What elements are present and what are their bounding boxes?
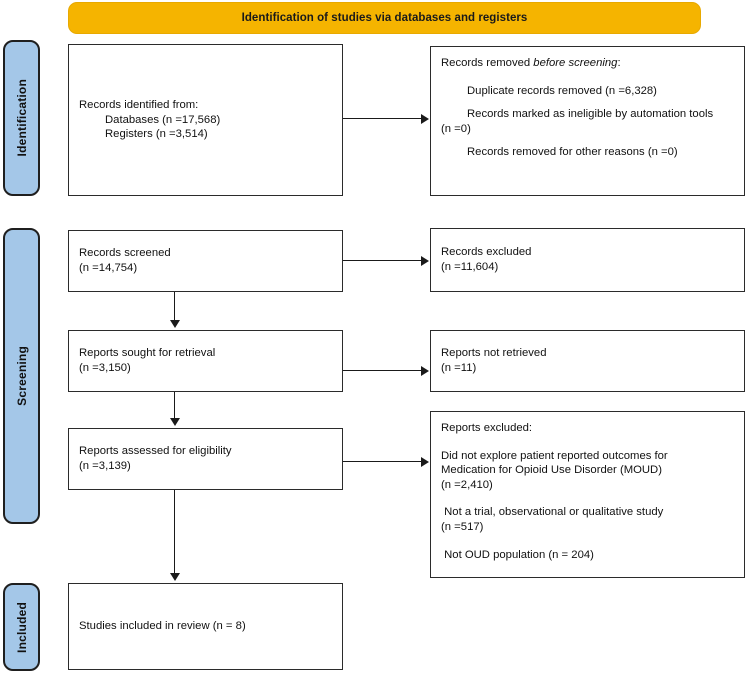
connector-sought-to-not-retrieved — [343, 370, 422, 372]
records-removed-heading-pre: Records removed — [441, 57, 534, 69]
box-reports-sought: Reports sought for retrieval (n =3,150) — [68, 330, 343, 392]
reports-excluded-reason3: Not OUD population (n = 204) — [441, 548, 594, 561]
reports-sought-count: (n =3,150) — [79, 362, 131, 374]
records-removed-duplicate: Duplicate records removed (n =6,328) — [467, 84, 657, 97]
records-removed-heading-post: : — [617, 57, 621, 69]
box-studies-included: Studies included in review (n = 8) — [68, 583, 343, 670]
connector-screened-to-excluded — [343, 260, 422, 262]
reports-assessed-count: (n =3,139) — [79, 460, 131, 472]
box-records-screened: Records screened (n =14,754) — [68, 230, 343, 292]
banner-title: Identification of studies via databases … — [241, 12, 528, 24]
reports-assessed-label: Reports assessed for eligibility — [79, 445, 232, 458]
box-reports-excluded: Reports excluded: Did not explore patien… — [430, 411, 745, 578]
reports-sought-label: Reports sought for retrieval — [79, 347, 216, 360]
arrowhead-assessed-to-excluded — [421, 457, 429, 467]
connector-assessed-to-included — [174, 490, 176, 575]
records-removed-automation-count: (n =0) — [441, 122, 471, 135]
arrowhead-sought-to-not-retrieved — [421, 366, 429, 376]
reports-excluded-heading: Reports excluded: — [441, 422, 533, 434]
arrowhead-screened-to-sought — [170, 320, 180, 328]
stage-label-included: Included — [3, 583, 40, 671]
spacer — [441, 136, 734, 145]
records-excluded-count: (n =11,604) — [441, 261, 499, 273]
stage-label-included-text: Included — [14, 601, 29, 653]
records-identified-databases: Databases (n =17,568) — [105, 113, 221, 126]
records-removed-heading: Records removed before screening: — [441, 56, 734, 71]
records-identified-registers: Registers (n =3,514) — [105, 128, 208, 141]
arrowhead-screened-to-excluded — [421, 256, 429, 266]
connector-identified-to-removed — [343, 118, 422, 120]
connector-sought-to-assessed — [174, 392, 176, 420]
box-reports-not-retrieved: Reports not retrieved (n =11) — [430, 330, 745, 392]
box-records-identified: Records identified from: Databases (n =1… — [68, 44, 343, 196]
reports-excluded-reason1-count: (n =2,410) — [441, 478, 493, 491]
diagram-banner: Identification of studies via databases … — [68, 2, 701, 34]
connector-assessed-to-excluded — [343, 461, 422, 463]
box-records-removed: Records removed before screening: Duplic… — [430, 46, 745, 196]
box-records-excluded: Records excluded (n =11,604) — [430, 228, 745, 292]
reports-excluded-reason1-line1: Did not explore patient reported outcome… — [441, 449, 668, 462]
records-removed-heading-em: before screening — [533, 57, 618, 69]
stage-label-identification: Identification — [3, 40, 40, 196]
spacer — [441, 492, 734, 505]
records-removed-other: Records removed for other reasons (n =0) — [467, 146, 678, 159]
spacer — [441, 71, 734, 84]
reports-excluded-reason2-count: (n =517) — [441, 520, 484, 533]
records-identified-heading: Records identified from: — [79, 99, 199, 112]
records-removed-automation: Records marked as ineligible by automati… — [467, 108, 714, 121]
stage-label-screening-text: Screening — [14, 346, 29, 406]
arrowhead-assessed-to-included — [170, 573, 180, 581]
reports-excluded-reason1-line2: Medication for Opioid Use Disorder (MOUD… — [441, 464, 662, 477]
spacer — [441, 535, 734, 548]
spacer — [441, 436, 734, 449]
records-screened-count: (n =14,754) — [79, 262, 138, 274]
stage-label-screening: Screening — [3, 228, 40, 524]
connector-screened-to-sought — [174, 292, 176, 322]
reports-not-retrieved-count: (n =11) — [441, 362, 477, 374]
box-reports-assessed: Reports assessed for eligibility (n =3,1… — [68, 428, 343, 490]
records-excluded-label: Records excluded — [441, 246, 532, 259]
reports-not-retrieved-label: Reports not retrieved — [441, 347, 547, 360]
studies-included-label: Studies included in review (n = 8) — [79, 620, 246, 633]
stage-label-identification-text: Identification — [14, 79, 29, 157]
records-screened-label: Records screened — [79, 247, 171, 260]
arrowhead-identified-to-removed — [421, 114, 429, 124]
spacer — [441, 98, 734, 107]
arrowhead-sought-to-assessed — [170, 418, 180, 426]
reports-excluded-reason2-line1: Not a trial, observational or qualitativ… — [441, 506, 664, 519]
